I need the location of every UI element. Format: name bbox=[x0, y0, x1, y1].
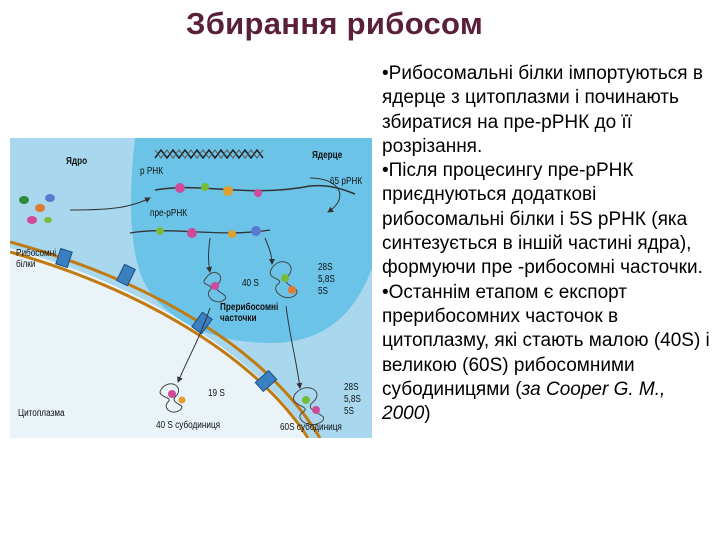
preribosomal-particles-label: Прерибосомні часточки bbox=[220, 302, 279, 324]
cytoplasm-label: Цитоплазма bbox=[18, 408, 65, 419]
rdna-helix bbox=[154, 148, 264, 160]
pre-rrna-label: пре-рРНК bbox=[150, 208, 188, 219]
5-8s-label-top: 5,8S bbox=[318, 274, 335, 285]
small-subunit-40s bbox=[159, 383, 183, 413]
nucleolus-label: Ядерце bbox=[312, 150, 343, 161]
nuclear-envelope-outer bbox=[10, 250, 310, 438]
65s-label: 65 рРНК bbox=[330, 176, 363, 187]
bound-proteins bbox=[175, 183, 262, 197]
ribosome-assembly-diagram: Ядро Ядерце р РНК 65 рРНК пре-рРНК Рибос… bbox=[10, 138, 372, 438]
bullet-export: •Останнім етапом є експорт прерибосомних… bbox=[382, 281, 716, 427]
free-ribosomal-proteins bbox=[19, 194, 55, 224]
bullet-export-text: •Останнім етапом є експорт прерибосомних… bbox=[382, 281, 710, 400]
nucleus-label: Ядро bbox=[66, 156, 88, 167]
19s-label: 19 S bbox=[208, 388, 225, 399]
ribosomal-proteins-label: Рибосомні білки bbox=[16, 248, 57, 270]
bullet-processing: •Після процесингу пре-рРНК приєднуються … bbox=[382, 160, 703, 279]
citation-open: ( bbox=[515, 378, 522, 400]
citation-close: ) bbox=[424, 403, 431, 425]
large-subunit-label: 60S субодиниця bbox=[280, 422, 342, 433]
5s-label-bottom: 5S bbox=[344, 406, 355, 417]
rrna-label: р РНК bbox=[140, 166, 164, 177]
pre-ribosomal-particles bbox=[203, 261, 298, 303]
nucleolus bbox=[130, 138, 372, 343]
large-subunit-60s bbox=[292, 387, 325, 426]
bullet-import: •Рибосомальні білки імпортуються в ядерц… bbox=[382, 63, 703, 157]
page-title: Збирання рибосом bbox=[186, 6, 484, 41]
citation: за Cooper G. M., 2000 bbox=[382, 378, 666, 425]
40s-label: 40 S bbox=[242, 278, 259, 289]
5s-label-top: 5S bbox=[318, 286, 329, 297]
pre-rrna-strand bbox=[154, 184, 356, 195]
small-subunit-label: 40 S субодиниця bbox=[156, 420, 221, 431]
nuclear-pores bbox=[55, 247, 278, 393]
28s-label-top: 28S bbox=[318, 262, 333, 273]
process-arrows bbox=[69, 177, 341, 389]
28s-label-bottom: 28S bbox=[344, 382, 359, 393]
description-text: •Рибосомальні білки імпортуються в ядерц… bbox=[382, 62, 716, 426]
diagram-canvas bbox=[10, 138, 372, 438]
5-8s-label-bottom: 5,8S bbox=[344, 394, 361, 405]
